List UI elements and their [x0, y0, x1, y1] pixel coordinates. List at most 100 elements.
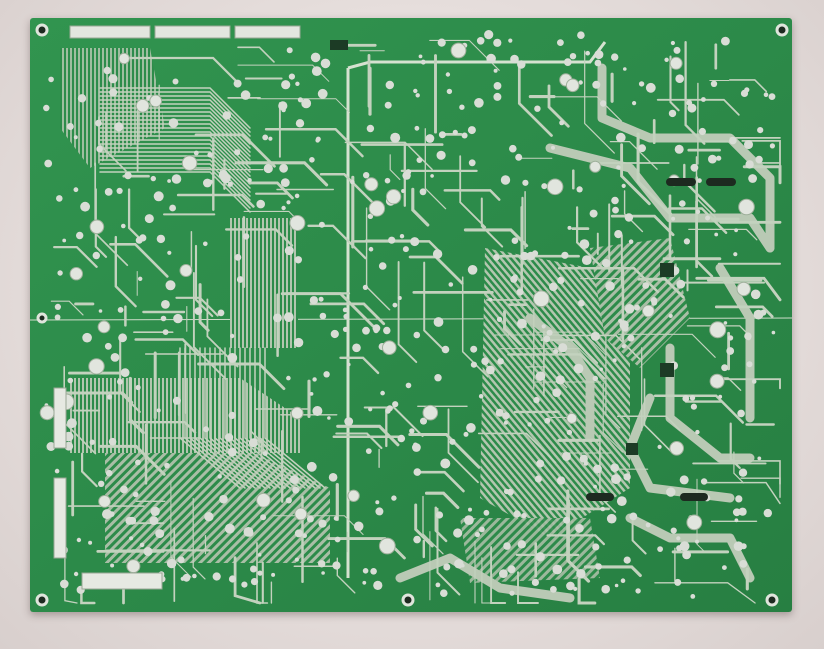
solder-pad-icon [531, 250, 539, 257]
solder-pad-icon [362, 284, 368, 290]
solder-pad-icon [569, 53, 577, 60]
solder-pad-icon [328, 473, 338, 482]
solder-pad-icon [108, 437, 117, 446]
solder-pad-icon [257, 570, 263, 576]
signal-trace [50, 300, 84, 316]
solder-pad-icon [347, 362, 351, 367]
signal-trace [480, 197, 504, 248]
solder-pad-icon [536, 459, 545, 468]
solder-pad-icon [642, 282, 650, 289]
solder-pad-icon [459, 104, 465, 110]
solder-pad-icon [552, 388, 562, 397]
signal-trace [706, 481, 781, 505]
solder-pad-icon [246, 529, 254, 537]
solder-pad-icon [217, 309, 225, 317]
solder-pad-icon [104, 342, 112, 350]
solder-pad-icon [56, 195, 63, 202]
solder-pad-icon [271, 572, 276, 577]
solder-pad-icon [740, 543, 747, 550]
large-solder-pad [98, 495, 111, 508]
solder-pad-icon [284, 246, 294, 256]
solder-pad-icon [437, 38, 446, 47]
solder-pad-icon [634, 304, 640, 311]
large-solder-pad [566, 412, 578, 424]
bus-trace [99, 135, 251, 177]
solder-pad-icon [352, 343, 361, 353]
solder-pad-icon [108, 511, 115, 517]
bus-trace [179, 347, 241, 489]
solder-pad-icon [493, 92, 502, 101]
solder-pad-icon [507, 565, 516, 574]
large-solder-pad [368, 200, 386, 217]
solder-pad-icon [718, 394, 723, 399]
solder-pad-icon [695, 539, 699, 544]
signal-trace [623, 190, 644, 233]
solder-pad-icon [230, 333, 235, 339]
solder-pad-icon [695, 429, 700, 435]
solder-pad-icon [552, 564, 563, 575]
solder-pad-icon [561, 251, 569, 259]
solder-pad-icon [120, 368, 130, 377]
signal-trace [170, 481, 192, 578]
signal-trace [264, 127, 364, 158]
solder-pad-icon [553, 349, 559, 355]
solder-pad-icon [679, 541, 690, 552]
large-solder-pad [135, 98, 150, 113]
solder-pad-icon [614, 583, 619, 588]
solder-pad-icon [383, 326, 391, 335]
solder-pad-icon [683, 238, 691, 245]
solder-pad-icon [419, 188, 427, 196]
solder-pad-icon [219, 494, 228, 504]
component-footprints [330, 40, 674, 455]
solder-pad-icon [217, 474, 222, 479]
solder-pad-icon [161, 300, 170, 309]
solder-pad-icon [247, 178, 252, 183]
solder-pad-icon [581, 255, 592, 265]
solder-pad-icon [466, 423, 476, 433]
solder-pad-icon [676, 545, 683, 552]
solder-pad-icon [638, 144, 646, 153]
solder-pad-icon [370, 568, 377, 575]
large-solder-pad [450, 42, 467, 59]
solder-pad-icon [203, 426, 209, 433]
solder-pad-icon [318, 296, 324, 302]
solder-pad-icon [320, 58, 331, 69]
solder-pad-icon [443, 563, 451, 571]
solder-pad-icon [409, 428, 415, 434]
signal-trace [517, 61, 553, 137]
solder-pad-icon [535, 552, 545, 562]
signal-trace [616, 415, 681, 431]
solder-pad-icon [323, 371, 330, 378]
solder-pad-icon [128, 516, 137, 525]
solder-pad-icon [573, 363, 584, 374]
solder-pad-icon [734, 228, 738, 233]
solder-pad-icon [109, 88, 118, 97]
solder-pad-icon [425, 134, 435, 143]
solder-pad-icon [273, 313, 282, 323]
solder-pad-icon [675, 74, 684, 83]
solder-pad-icon [401, 189, 406, 193]
solder-pad-icon [763, 508, 772, 518]
solder-pad-icon [165, 280, 176, 291]
solder-pad-icon [288, 73, 295, 80]
signal-trace [134, 338, 200, 357]
solder-pad-icon [289, 475, 299, 485]
solder-pad-icon [67, 377, 74, 384]
solder-pad-icon [153, 191, 164, 202]
bus-trace [189, 347, 251, 489]
signal-trace [336, 424, 400, 447]
solder-pad-icon [507, 488, 514, 496]
solder-pad-icon [138, 276, 143, 281]
solder-pad-icon [106, 394, 113, 400]
large-solder-pad [294, 507, 308, 521]
solder-pad-icon [373, 580, 383, 591]
solder-pad-icon [618, 318, 623, 323]
solder-pad-icon [368, 407, 373, 412]
solder-pad-icon [132, 491, 139, 498]
bus-trace [99, 147, 251, 189]
solder-pad-icon [294, 529, 303, 538]
solder-pad-icon [405, 382, 412, 389]
solder-pad-icon [103, 66, 112, 75]
solder-pad-icon [234, 149, 241, 156]
solder-pad-icon [679, 475, 689, 485]
